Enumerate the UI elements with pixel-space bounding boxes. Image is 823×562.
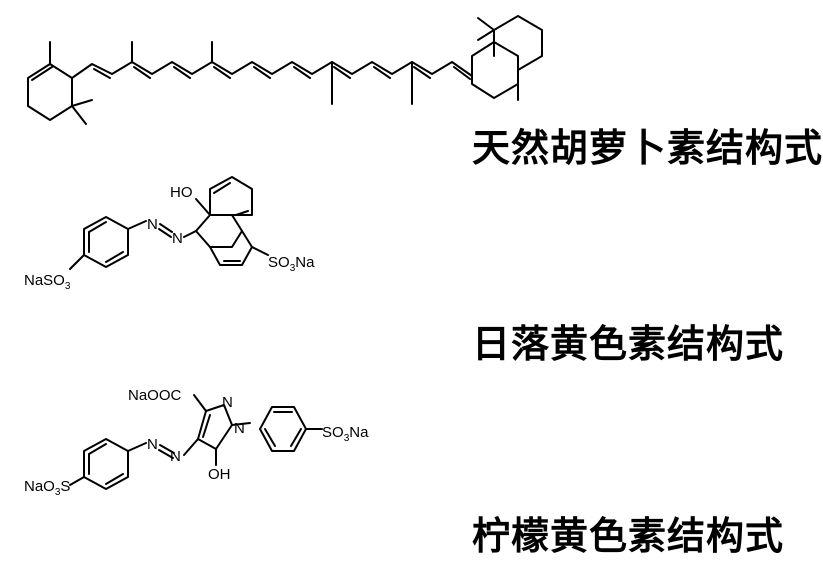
sy-n1-label: N [147,216,158,233]
tz-left-benzene [69,438,147,490]
sy-naphthalene [195,176,269,266]
beta-carotene-structure: 天然胡萝卜素结构式 [0,0,823,167]
tz-azo [158,438,199,459]
tartrazine-caption: 柠檬黄色素结构式 [472,514,785,558]
tz-so3na-label: SO3Na [322,424,369,444]
tz-pyrazole [193,394,251,466]
tartrazine-structure: NaOOC N N N N OH SO3Na NaO3S 柠檬黄色素结构式 [0,375,823,560]
tz-n-ring1-label: N [222,394,233,411]
right-ring [471,15,543,101]
sy-ho-label: HO [170,184,193,201]
tz-right-benzene [259,406,323,452]
sy-azo [158,223,197,238]
tz-n-azo2-label: N [170,448,181,465]
sy-left-benzene [69,216,147,270]
sy-n2-label: N [172,230,183,247]
sy-so3na-label: SO3Na [268,254,315,274]
beta-carotene-svg [27,15,543,125]
tz-naooc-label: NaOOC [128,387,182,404]
sy-naso3-label: NaSO3 [24,272,71,292]
sunset-yellow-structure: HO N N NaSO3 SO3Na 日落黄色素结构式 [0,175,823,363]
sunset-yellow-svg: HO N N NaSO3 SO3Na [24,176,315,292]
tz-n-ring2-label: N [234,420,245,437]
polyene-chain [71,41,473,105]
tartrazine-svg: NaOOC N N N N OH SO3Na NaO3S [24,387,369,498]
tz-nao3s-label: NaO3S [24,478,70,498]
sunset-yellow-caption: 日落黄色素结构式 [472,322,785,366]
tz-oh-label: OH [208,466,231,483]
tz-n-azo1-label: N [147,436,158,453]
left-ring [27,41,93,125]
beta-carotene-caption: 天然胡萝卜素结构式 [472,126,823,170]
